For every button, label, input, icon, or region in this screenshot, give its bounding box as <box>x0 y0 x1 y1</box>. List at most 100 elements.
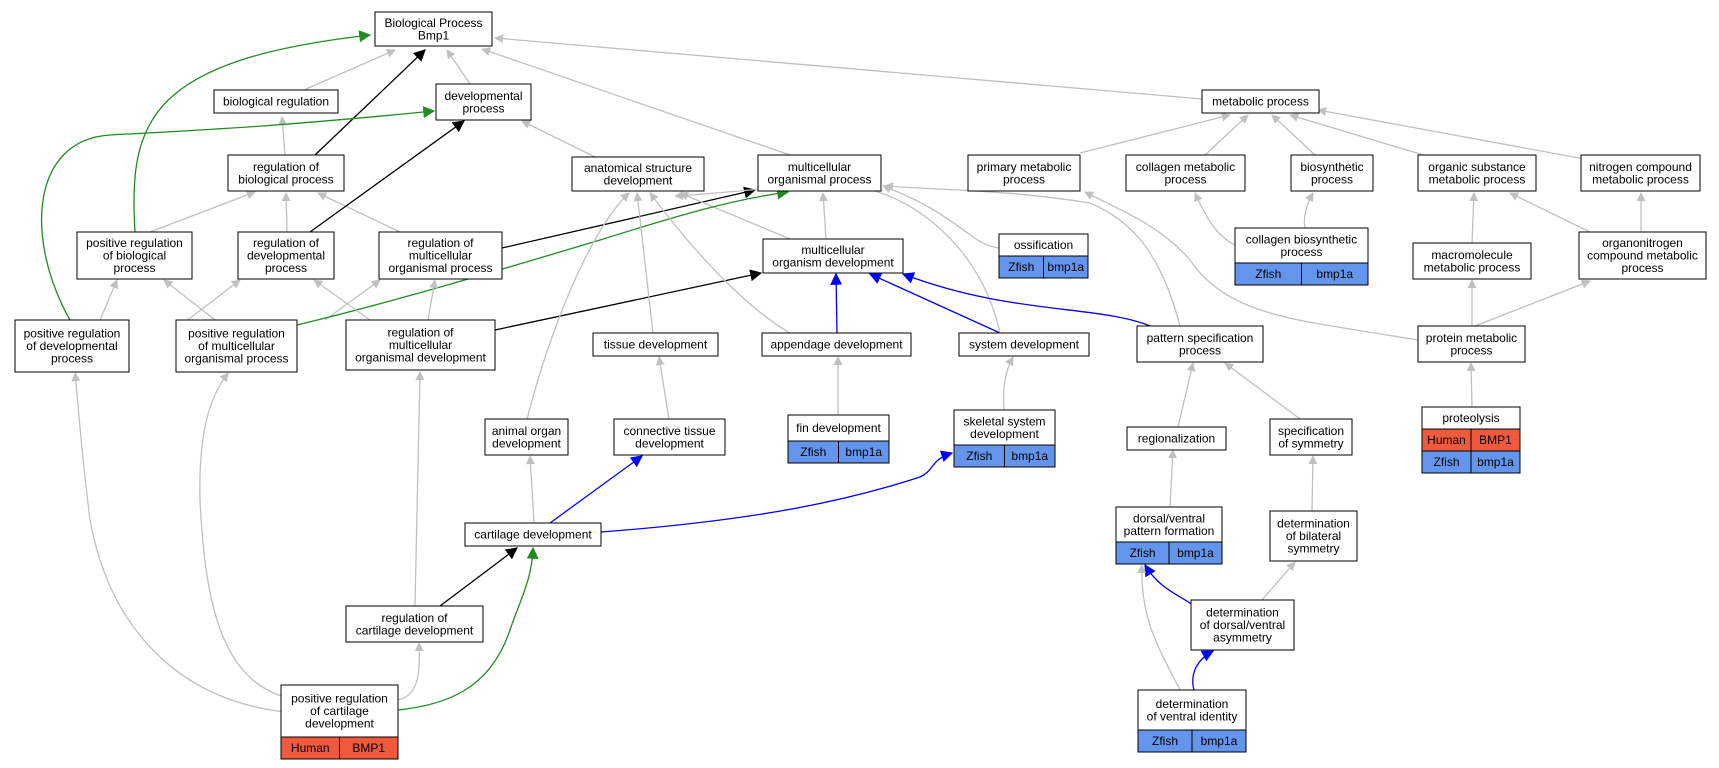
node-label-line: of ventral identity <box>1147 709 1238 723</box>
node-label-line: collagen metabolic <box>1136 160 1235 174</box>
node-label-line: positive regulation <box>188 327 285 341</box>
edge-regcart-to-cart <box>439 547 518 607</box>
gene-label: BMP1 <box>352 741 385 755</box>
node-label-line: process <box>1621 261 1663 275</box>
node-label-line: of multicellular <box>198 339 275 353</box>
edge-posregmulti-to-posregbio <box>163 279 216 321</box>
node-label-line: ossification <box>1014 238 1073 252</box>
node-box <box>757 154 882 192</box>
edge-posregcart-to-posregdev <box>71 372 286 713</box>
node-sysdev[interactable]: system development <box>958 332 1090 357</box>
edge-append-to-anatdev <box>649 192 791 334</box>
edge-nitro-to-metab <box>1317 107 1591 161</box>
edge-cart-to-skel <box>600 450 954 533</box>
node-label-line: process <box>51 352 93 366</box>
node-tissue[interactable]: tissue development <box>592 332 719 357</box>
gene-cell <box>1470 450 1521 474</box>
edge-proteo-to-protmet <box>1466 362 1476 408</box>
edge-regdev-to-devproc <box>309 120 465 233</box>
node-box <box>1269 510 1358 562</box>
edge-regionaliz-to-pattern <box>1177 362 1196 428</box>
gene-label: bmp1a <box>1011 449 1048 463</box>
node-label-line: positive regulation <box>24 327 121 341</box>
node-box <box>1269 418 1353 456</box>
node-label-line: development <box>635 436 704 450</box>
edge-posregdev-to-devproc <box>40 106 436 321</box>
node-label-line: process <box>1280 245 1322 259</box>
node-biolreg[interactable]: biological regulation <box>213 89 339 114</box>
node-label-line: compound metabolic <box>1587 249 1698 263</box>
edge-collmet-to-metab <box>1204 114 1249 156</box>
edge-regdev-to-regbio <box>281 192 291 233</box>
node-label-line: regulation of <box>253 236 320 250</box>
gene-label: bmp1a <box>845 445 882 459</box>
node-box <box>76 231 193 280</box>
node-label-line: regulation of <box>253 160 320 174</box>
node-box <box>227 154 345 192</box>
species-label: Zfish <box>1152 734 1178 748</box>
node-box <box>1190 599 1295 651</box>
gene-cell <box>1301 262 1369 286</box>
node-cart[interactable]: cartilage development <box>464 522 602 547</box>
node-label-line: organismal process <box>388 261 492 275</box>
edge-detvent-to-detdv <box>1192 650 1215 691</box>
node-append[interactable]: appendage development <box>761 332 912 357</box>
node-label-line: tissue development <box>604 338 708 352</box>
node-regionaliz[interactable]: regionalization <box>1126 426 1227 451</box>
gene-cell <box>1191 729 1247 753</box>
edge-regmultidev-to-regdev <box>313 279 371 321</box>
node-box <box>237 231 335 280</box>
edge-orgsub-to-metab <box>1289 113 1441 161</box>
edge-regmultidev-to-regmulti <box>427 279 439 321</box>
node-box <box>1290 154 1374 192</box>
edge-detdv-to-detbil <box>1261 561 1296 601</box>
node-label-line: metabolic process <box>1424 260 1521 274</box>
node-label-line: process <box>1179 343 1221 357</box>
node-metab[interactable]: metabolic process <box>1201 89 1320 114</box>
node-label-line: organonitrogen <box>1602 236 1683 250</box>
node-label-line: development <box>604 173 673 187</box>
node-label-line: positive regulation <box>291 692 388 706</box>
species-label: Zfish <box>1255 267 1281 281</box>
node-box <box>1417 154 1537 192</box>
node-label-line: of biological <box>103 249 166 263</box>
edge-devproc-to-bp <box>446 49 471 85</box>
node-label-line: pattern specification <box>1147 331 1254 345</box>
